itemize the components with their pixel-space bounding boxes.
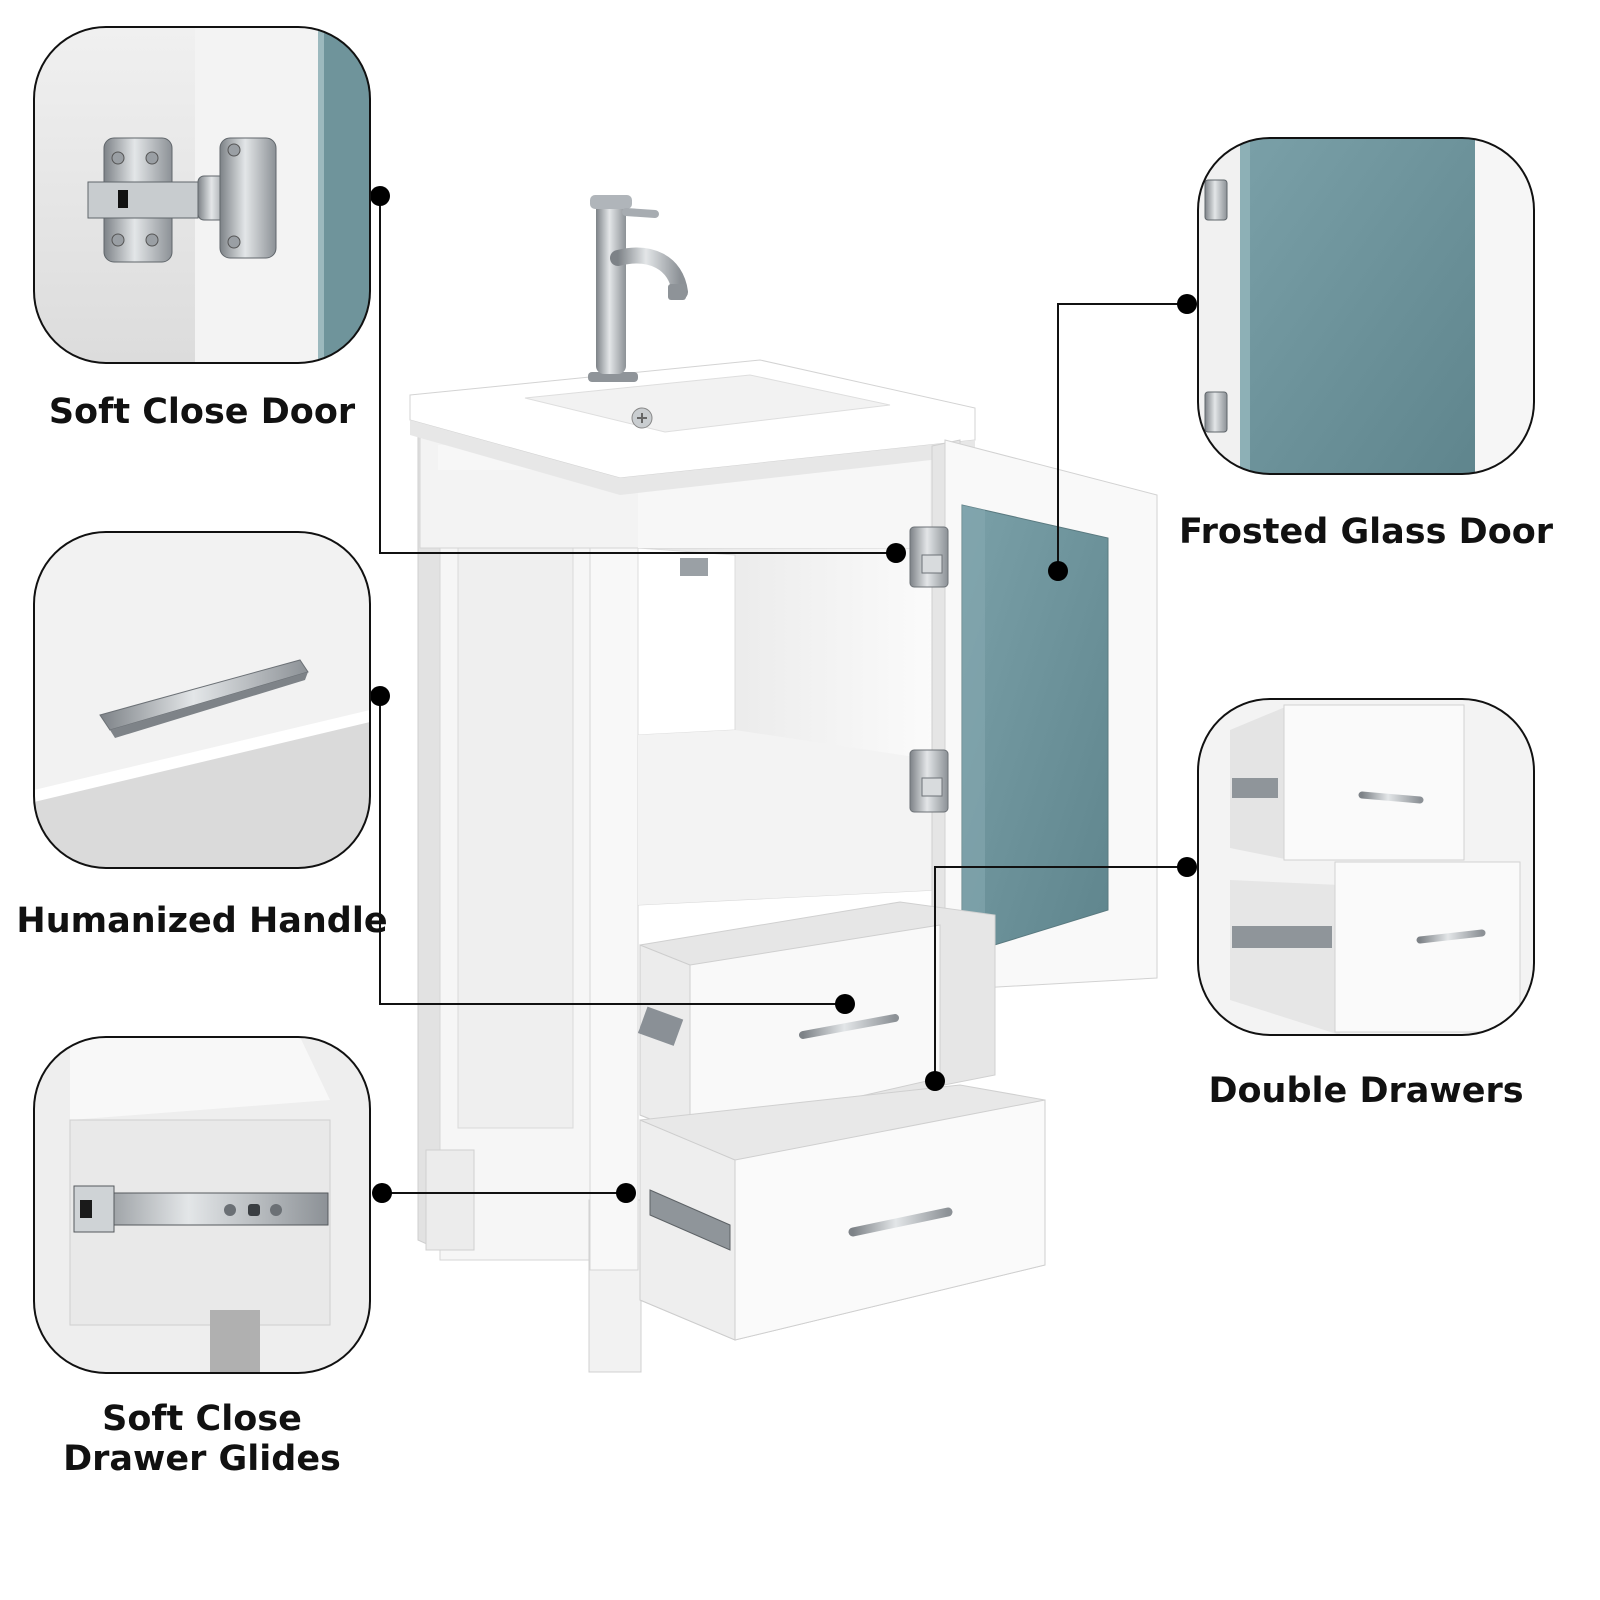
- handle-icon: [99, 659, 309, 738]
- detail-drawer-glides: [33, 1036, 371, 1374]
- label-double-drawers: Double Drawers: [1208, 1071, 1524, 1111]
- detail-frosted-glass-door: [1197, 137, 1535, 475]
- label-soft-close-glides-line2: Drawer Glides: [63, 1439, 341, 1479]
- drawer-glide-icon: [73, 1185, 329, 1233]
- vanity-cabinet: [409, 195, 1158, 1373]
- faucet-icon: [588, 195, 688, 382]
- label-humanized-handle: Humanized Handle: [16, 901, 388, 941]
- detail-double-drawers: [1197, 698, 1535, 1036]
- hinge-icon: [1204, 179, 1228, 433]
- label-soft-close-glides-line1: Soft Close: [102, 1399, 302, 1439]
- callout-dots: [370, 186, 1197, 1203]
- hinge-icon: [909, 526, 949, 813]
- upper-drawer: [637, 901, 996, 1136]
- frosted-glass-door: [931, 439, 1158, 991]
- label-soft-close-door: Soft Close Door: [48, 392, 356, 432]
- detail-humanized-handle: [33, 531, 371, 869]
- callout-lines: [379, 196, 1187, 1194]
- detail-soft-close-door: [33, 26, 371, 364]
- lower-drawer: [639, 1084, 1046, 1341]
- hinge-icon: [87, 137, 277, 263]
- label-frosted-glass-door: Frosted Glass Door: [1178, 512, 1554, 552]
